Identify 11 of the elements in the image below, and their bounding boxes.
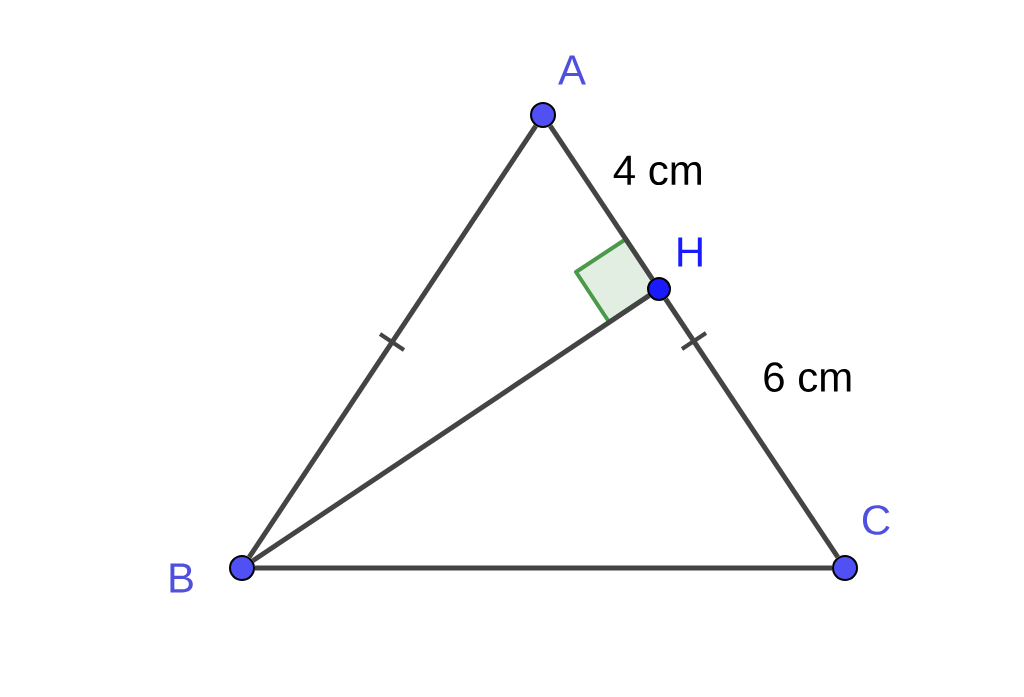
length-label: 4 cm [611, 154, 705, 187]
point-label: A [558, 55, 586, 85]
line-segment [247, 124, 538, 559]
line-segment [548, 124, 655, 281]
point-label: C [863, 505, 890, 535]
line-segment [255, 565, 832, 571]
point-label: B [170, 563, 193, 593]
line-segment [663, 297, 840, 559]
length-label: 6 cm [761, 361, 855, 393]
point-label: H [678, 237, 702, 267]
line-segment [251, 293, 651, 563]
